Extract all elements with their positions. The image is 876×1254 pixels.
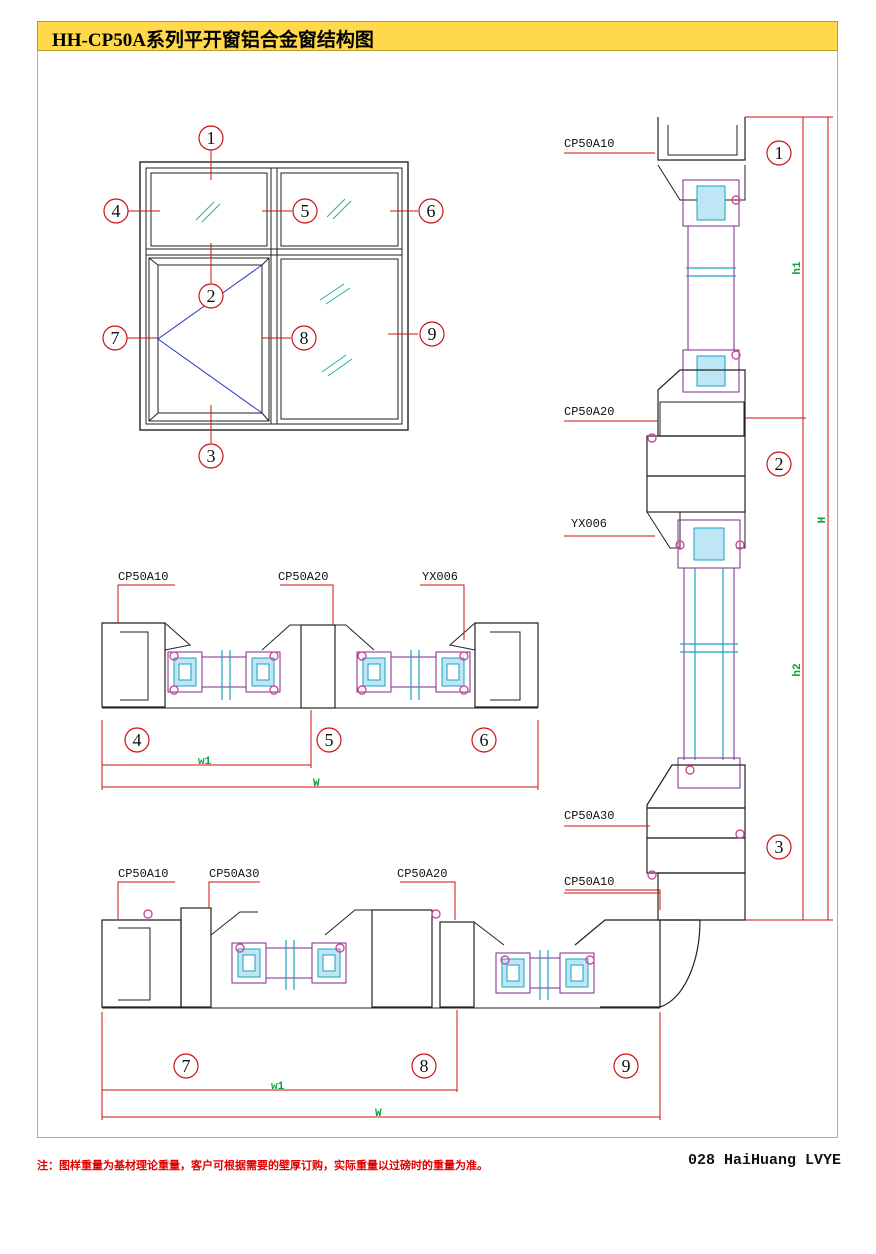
svg-text:9: 9 <box>622 1056 631 1076</box>
elevation-marker-8: 8 <box>291 325 317 351</box>
svg-text:3: 3 <box>207 446 216 466</box>
section-vertical-profile-label: CP50A10 <box>564 137 614 151</box>
section-vertical-profile-label: YX006 <box>571 517 607 531</box>
section-vertical-dim-H: H <box>817 517 829 524</box>
svg-text:1: 1 <box>207 128 216 148</box>
svg-text:6: 6 <box>480 730 489 750</box>
svg-text:9: 9 <box>428 324 437 344</box>
footer-page-label: 028 HaiHuang LVYE <box>688 1152 842 1169</box>
section-bottom-marker-7: 7 <box>173 1053 199 1079</box>
section-bottom-profile-label: CP50A30 <box>209 867 259 881</box>
section-top-marker-5: 5 <box>316 727 342 753</box>
elevation-marker-4: 4 <box>103 198 129 224</box>
section-vertical-profile-label: CP50A10 <box>564 875 614 889</box>
section-bottom-profile-label: CP50A10 <box>118 867 168 881</box>
elevation-marker-6: 6 <box>418 198 444 224</box>
elevation-marker-1: 1 <box>198 125 224 151</box>
footer-note: 注：图样重量为基材理论重量，客户可根据需要的壁厚订购，实际重量以过磅时的重量为准… <box>37 1160 488 1172</box>
vertical-section <box>564 116 833 921</box>
svg-text:3: 3 <box>775 837 784 857</box>
svg-text:5: 5 <box>301 201 310 221</box>
svg-text:4: 4 <box>133 730 142 750</box>
section-top-profile-label: CP50A20 <box>278 570 328 584</box>
section-bottom-dim-w1: w1 <box>271 1081 285 1093</box>
section-top-dim-W: W <box>313 778 320 790</box>
section-vertical-marker-1: 1 <box>766 140 792 166</box>
horizontal-section-bottom <box>101 881 701 1120</box>
elevation-marker-5: 5 <box>292 198 318 224</box>
section-top-profile-label: CP50A10 <box>118 570 168 584</box>
elevation-marker-3: 3 <box>198 443 224 469</box>
svg-text:7: 7 <box>182 1056 191 1076</box>
title-bar: HH-CP50A系列平开窗铝合金窗结构图 <box>37 21 838 51</box>
svg-text:5: 5 <box>325 730 334 750</box>
section-vertical-dim-h2: h2 <box>792 663 804 676</box>
svg-text:4: 4 <box>112 201 121 221</box>
section-bottom-dim-W: W <box>375 1108 382 1120</box>
section-vertical-profile-label: CP50A20 <box>564 405 614 419</box>
svg-text:8: 8 <box>420 1056 429 1076</box>
elevation-marker-7: 7 <box>102 325 128 351</box>
section-top-profile-label: YX006 <box>422 570 458 584</box>
section-vertical-marker-2: 2 <box>766 451 792 477</box>
svg-text:6: 6 <box>427 201 436 221</box>
section-top-dim-w1: w1 <box>198 756 212 768</box>
svg-text:8: 8 <box>300 328 309 348</box>
window-elevation <box>127 150 418 443</box>
section-vertical-dim-h1: h1 <box>792 261 804 275</box>
svg-text:1: 1 <box>775 143 784 163</box>
section-top-marker-4: 4 <box>124 727 150 753</box>
section-top-marker-6: 6 <box>471 727 497 753</box>
section-vertical-profile-label: CP50A30 <box>564 809 614 823</box>
section-bottom-profile-label: CP50A20 <box>397 867 447 881</box>
callout-markers: 1 2 3 4 5 6 7 8 9 4 5 6 7 8 9 1 2 3 <box>102 125 792 1079</box>
horizontal-section-top <box>101 584 539 790</box>
section-bottom-marker-9: 9 <box>613 1053 639 1079</box>
svg-text:7: 7 <box>111 328 120 348</box>
elevation-marker-9: 9 <box>419 321 445 347</box>
svg-text:2: 2 <box>207 286 216 306</box>
section-vertical-marker-3: 3 <box>766 834 792 860</box>
page-title: HH-CP50A系列平开窗铝合金窗结构图 <box>52 30 374 51</box>
section-bottom-marker-8: 8 <box>411 1053 437 1079</box>
svg-text:2: 2 <box>775 454 784 474</box>
elevation-marker-2: 2 <box>198 283 224 309</box>
